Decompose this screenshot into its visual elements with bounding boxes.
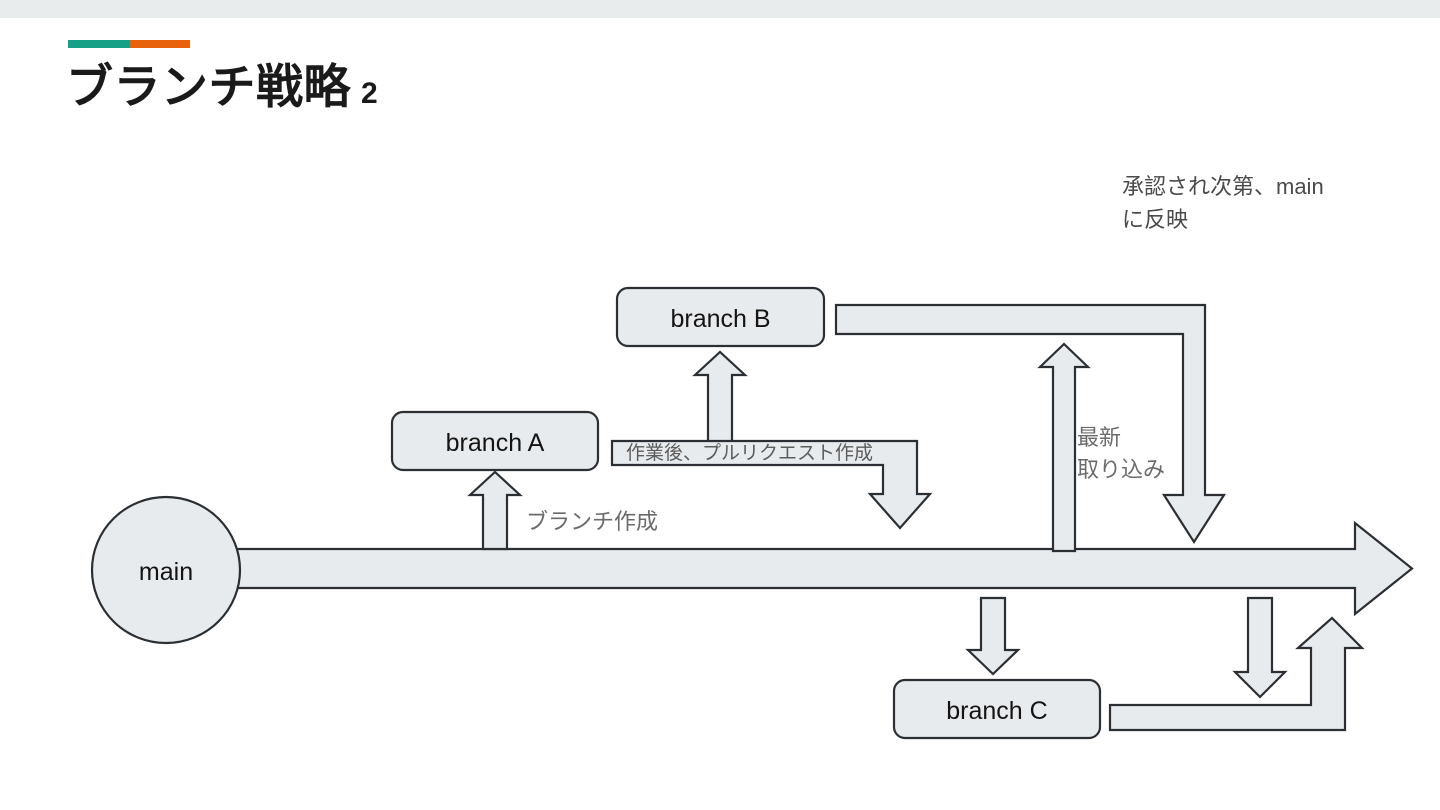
- annotation-create-branch: ブランチ作成: [526, 509, 659, 534]
- slide-top-band: [0, 0, 1440, 18]
- annotation-approved-merge-line2: に反映: [1122, 207, 1189, 232]
- node-branch-c-shape: [892, 678, 1102, 740]
- annotation-latest-line2: 取り込み: [1077, 457, 1166, 482]
- accent-orange-segment: [130, 40, 190, 48]
- node-branch-b-label: branch B: [670, 305, 771, 333]
- accent-teal-segment: [68, 40, 130, 48]
- arrow-latest-into-branch-b: [1037, 342, 1091, 553]
- node-main-shape: [90, 495, 242, 645]
- arrow-branch-a-to-b: [692, 350, 748, 446]
- node-main-label: main: [138, 558, 194, 586]
- arrow-create-branch-a: [467, 470, 523, 551]
- main-timeline-arrow: [183, 520, 1414, 617]
- page-title-number: 2: [361, 77, 379, 110]
- annotation-after-work-pull-request: 作業後、プルリクエスト作成: [626, 443, 874, 464]
- page-title: ブランチ戦略 2: [66, 60, 378, 114]
- arrow-pull-request-band: [610, 439, 933, 530]
- arrow-branch-c-merge-to-main: [1108, 616, 1365, 732]
- node-branch-b-shape: [615, 286, 826, 348]
- node-branch-a-label: branch A: [445, 429, 545, 457]
- annotation-approved-merge-line1: 承認され次第、main: [1122, 174, 1324, 199]
- page-title-text: ブランチ戦略: [66, 60, 351, 113]
- arrow-main-to-branch-c: [965, 596, 1021, 676]
- title-accent-bar: [68, 40, 190, 48]
- node-branch-c-label: branch C: [946, 697, 1048, 725]
- node-branch-a-shape: [390, 410, 600, 472]
- arrow-main-down-to-c-lane: [1232, 596, 1288, 699]
- arrow-branch-b-merge-to-main: [834, 303, 1227, 545]
- annotation-latest-line1: 最新: [1077, 425, 1122, 450]
